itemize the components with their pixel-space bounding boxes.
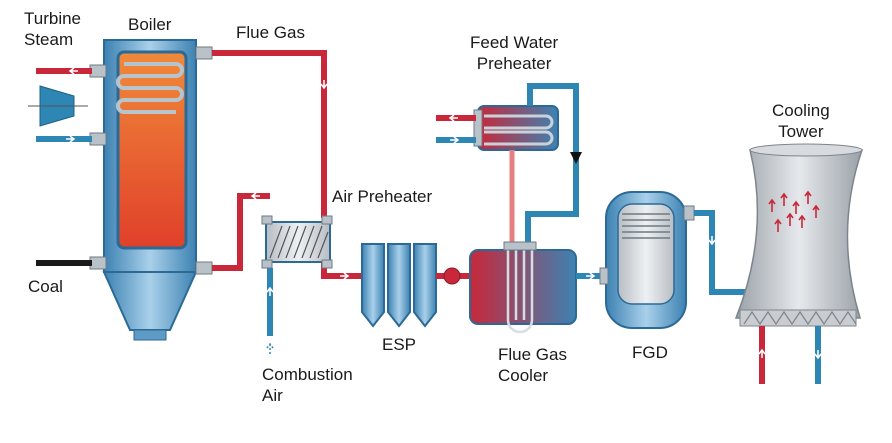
flue-gas-label: Flue Gas xyxy=(236,23,305,42)
esp xyxy=(361,243,437,328)
cooling-tower-line-2: Tower xyxy=(778,122,824,141)
cooling-tower-line-1: Cooling xyxy=(772,101,830,120)
coal-label: Coal xyxy=(28,277,63,296)
flue-gas-cooler-line-1: Flue Gas xyxy=(498,345,567,364)
fgd-label: FGD xyxy=(632,343,668,362)
combustion-air-arrow-icon xyxy=(266,342,274,354)
boiler-fire xyxy=(116,50,188,250)
turbine-steam-line-1: Turbine xyxy=(24,9,82,28)
air-preheater xyxy=(261,215,333,269)
feed-water-preheater-line-2: Preheater xyxy=(476,54,552,73)
fan-icon xyxy=(443,267,461,285)
boiler xyxy=(89,39,213,341)
turbine-icon xyxy=(28,85,88,127)
steam-coil xyxy=(116,62,184,114)
feed-water-preheater xyxy=(473,105,559,151)
cooling-tower-label: Cooling Tower xyxy=(772,100,830,142)
flue-gas-cooler xyxy=(469,241,577,334)
feed-water-preheater-label: Feed Water Preheater xyxy=(470,32,558,74)
vapor-arrows-icon xyxy=(768,190,820,232)
hot-air-duct xyxy=(212,193,270,271)
flue-gas-cooler-label: Flue Gas Cooler xyxy=(498,344,567,386)
pump-icon xyxy=(570,152,582,164)
combustion-air-line-1: Combustion xyxy=(262,365,353,384)
feed-water-loop xyxy=(525,83,579,248)
combustion-air-label: Combustion Air xyxy=(262,364,353,406)
boiler-label: Boiler xyxy=(128,15,172,34)
turbine-steam-line-2: Steam xyxy=(24,30,74,49)
esp-label: ESP xyxy=(382,335,417,354)
flue-gas-cooler-line-2: Cooler xyxy=(498,366,549,385)
turbine-steam-label: Turbine Steam xyxy=(24,8,81,50)
feed-water-preheater-line-1: Feed Water xyxy=(470,33,559,52)
flue-gas-duct xyxy=(212,50,327,218)
air-preheater-label: Air Preheater xyxy=(332,187,433,206)
fgd xyxy=(599,191,695,329)
combustion-air-line-2: Air xyxy=(262,386,283,405)
cooling-tower xyxy=(734,143,864,327)
